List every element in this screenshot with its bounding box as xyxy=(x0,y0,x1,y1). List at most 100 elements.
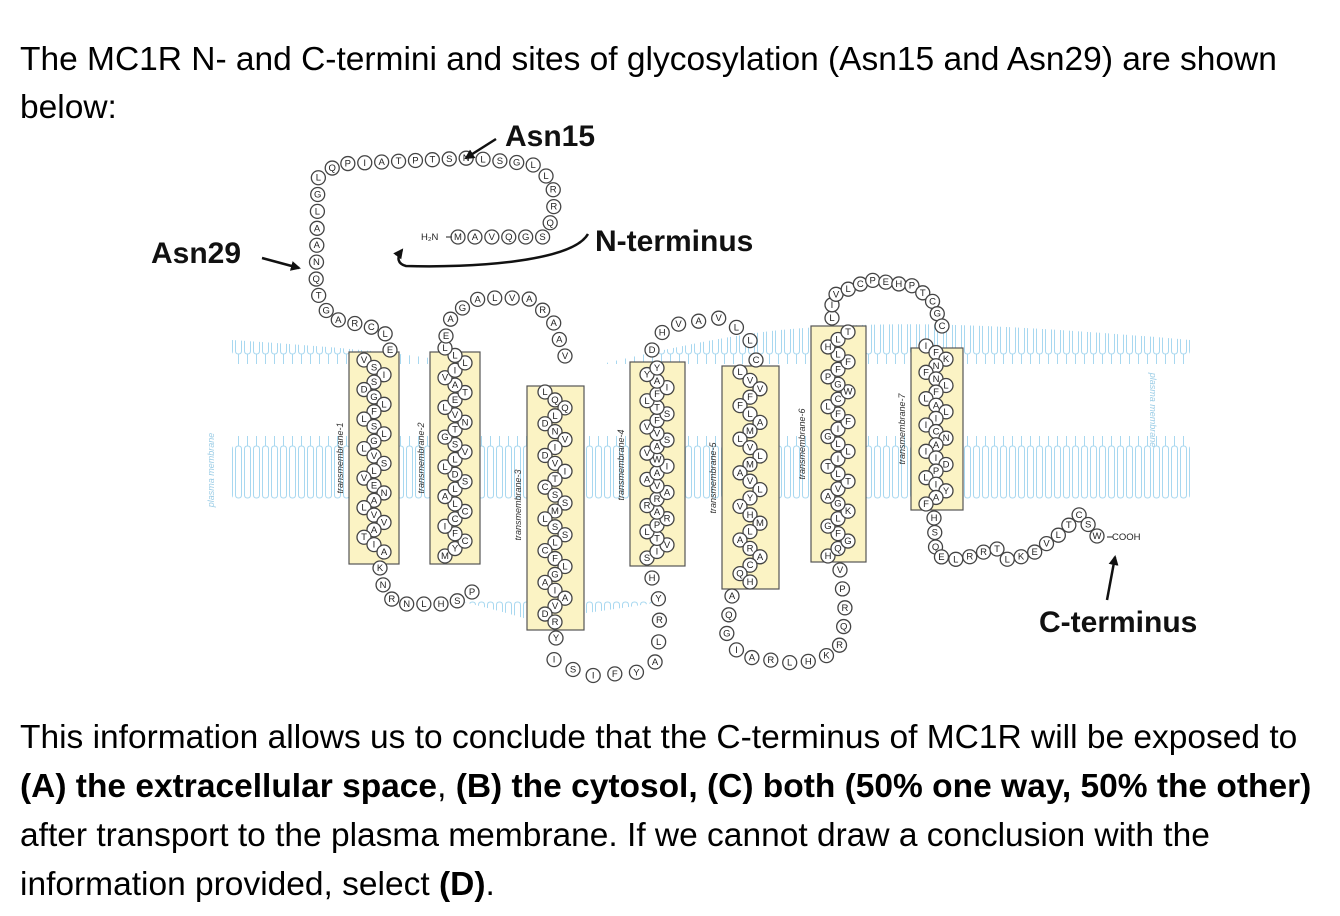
svg-text:L: L xyxy=(923,394,928,405)
n-tail-residue: A xyxy=(330,312,346,328)
tm3-residue: I xyxy=(557,463,573,479)
asn29-label: Asn29 xyxy=(151,237,241,270)
svg-text:V: V xyxy=(837,565,844,576)
svg-text:Q: Q xyxy=(932,542,939,553)
svg-text:A: A xyxy=(474,294,481,305)
n-tail-residue: A xyxy=(309,220,325,236)
svg-text:S: S xyxy=(664,435,670,446)
svg-text:V: V xyxy=(654,429,661,440)
svg-text:H: H xyxy=(931,513,938,524)
tm5-residue: A xyxy=(752,549,768,565)
svg-text:V: V xyxy=(489,232,496,243)
svg-text:F: F xyxy=(654,389,660,400)
tm3-residue: L xyxy=(557,558,573,575)
question-part-1: This information allows us to conclude t… xyxy=(20,719,1298,756)
svg-text:A: A xyxy=(737,468,744,479)
svg-text:D: D xyxy=(542,450,549,461)
n-tail-residue: C xyxy=(363,319,379,335)
n-terminus-arrow xyxy=(393,233,590,268)
svg-text:I: I xyxy=(935,479,938,490)
tm3-residue: T xyxy=(547,471,563,487)
svg-text:I: I xyxy=(925,446,928,457)
svg-text:A: A xyxy=(654,376,661,387)
svg-text:A: A xyxy=(695,316,702,327)
ecl1-residue: V xyxy=(557,348,573,364)
c-tail-residue: E xyxy=(933,549,950,565)
svg-text:A: A xyxy=(472,232,479,243)
svg-text:S: S xyxy=(552,490,558,501)
svg-text:L: L xyxy=(361,503,366,514)
svg-text:K: K xyxy=(845,506,852,517)
svg-text:C: C xyxy=(857,279,864,290)
svg-text:I: I xyxy=(444,521,447,532)
n-tail-residue: P xyxy=(340,155,356,172)
svg-text:Q: Q xyxy=(551,395,558,406)
svg-text:F: F xyxy=(845,417,851,428)
c-tail-residue: R xyxy=(962,549,978,565)
tm5-residue: C xyxy=(742,557,758,573)
n-tail-residue: M xyxy=(450,229,466,245)
svg-text:L: L xyxy=(734,322,739,333)
svg-text:K: K xyxy=(377,563,384,574)
question-text: This information allows us to conclude t… xyxy=(20,713,1330,909)
ecl2-residue: V xyxy=(670,316,687,332)
svg-text:L: L xyxy=(562,561,567,572)
c-tail-residue: R xyxy=(975,544,992,560)
tm3-residue: S xyxy=(547,519,563,535)
ecl1-residue: E xyxy=(438,328,454,344)
svg-text:N: N xyxy=(381,488,388,499)
svg-text:L: L xyxy=(835,334,840,345)
svg-text:L: L xyxy=(923,473,928,484)
svg-text:V: V xyxy=(361,473,368,484)
tm3-residue: C xyxy=(537,542,553,559)
svg-text:L: L xyxy=(361,444,366,455)
svg-text:N: N xyxy=(943,433,950,444)
svg-text:C: C xyxy=(542,546,549,557)
svg-text:R: R xyxy=(836,640,843,651)
icl2-residue: Y xyxy=(628,664,645,680)
option-a: (A) the extracellular space xyxy=(20,768,438,805)
svg-text:L: L xyxy=(442,343,447,354)
svg-text:V: V xyxy=(835,484,842,495)
n-tail-residue: S xyxy=(534,229,551,245)
ecl3-residue: H xyxy=(891,276,907,292)
n-tail-residue: L xyxy=(538,168,554,184)
svg-text:S: S xyxy=(371,421,377,432)
n-tail-residue: L xyxy=(475,151,491,167)
svg-text:L: L xyxy=(552,411,557,422)
svg-text:I: I xyxy=(373,540,376,551)
svg-text:V: V xyxy=(462,447,469,458)
ecl3-residue: L xyxy=(840,281,856,297)
n-tail-residue: T xyxy=(424,152,441,168)
svg-text:A: A xyxy=(371,525,378,536)
svg-text:H: H xyxy=(747,577,754,588)
svg-text:H: H xyxy=(649,573,656,584)
question-separator: , xyxy=(437,768,456,805)
svg-text:I: I xyxy=(553,655,556,666)
svg-text:L: L xyxy=(656,637,661,648)
svg-text:P: P xyxy=(345,159,351,170)
svg-text:A: A xyxy=(737,535,744,546)
svg-text:S: S xyxy=(644,553,650,564)
tm3-residue: S xyxy=(557,495,573,511)
n-tail-residue: Q xyxy=(542,215,558,231)
svg-text:I: I xyxy=(592,670,595,681)
tm3-residue: F xyxy=(547,550,563,567)
svg-text:L: L xyxy=(737,434,742,445)
svg-text:P: P xyxy=(933,466,939,477)
svg-text:S: S xyxy=(446,154,452,165)
c-tail-residue: E xyxy=(1027,544,1043,560)
svg-text:L: L xyxy=(531,160,536,171)
svg-text:N: N xyxy=(462,417,469,428)
svg-text:C: C xyxy=(933,427,940,438)
ecl3-residue: E xyxy=(878,274,894,290)
svg-text:S: S xyxy=(381,458,387,469)
tm3-residue: Q xyxy=(557,400,573,416)
c-terminal-carboxyl: COOH xyxy=(1112,532,1141,543)
svg-text:L: L xyxy=(1005,554,1010,565)
ecl2-residue: A xyxy=(690,313,707,329)
svg-text:A: A xyxy=(381,547,388,558)
n-tail-residue: G xyxy=(310,186,326,203)
svg-text:M: M xyxy=(551,506,559,517)
